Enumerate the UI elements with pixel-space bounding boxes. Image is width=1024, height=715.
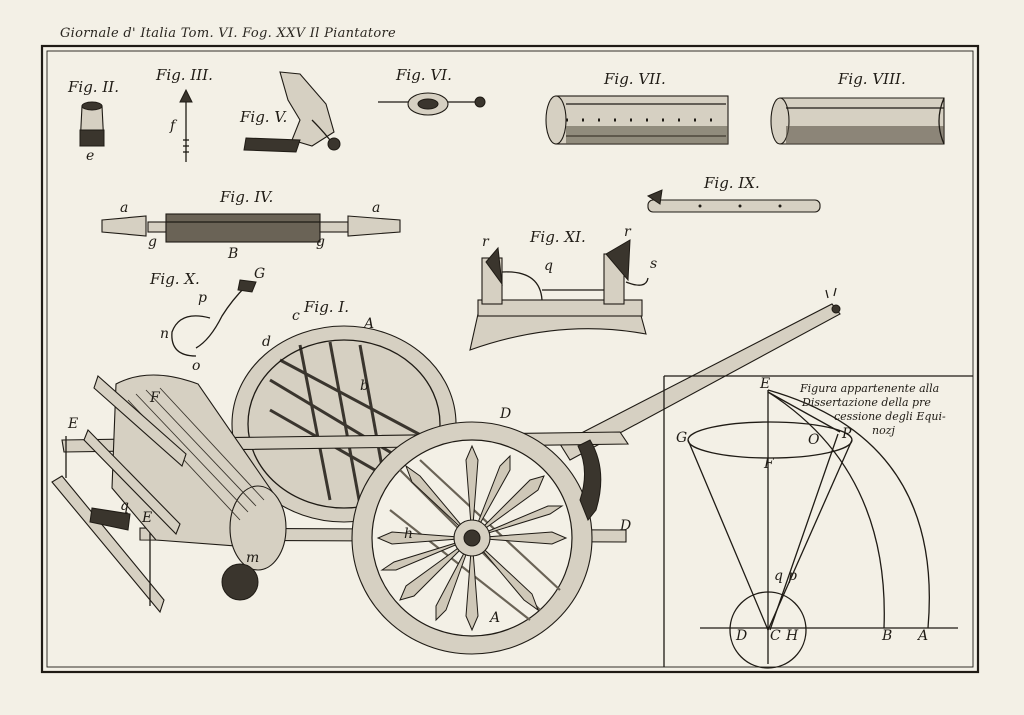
geo-label-O: O <box>808 432 820 448</box>
letter-o-hook: o <box>192 358 200 374</box>
geo-label-p: p <box>788 568 797 584</box>
fig-ii-label: Fig. II. <box>67 78 119 96</box>
fig-iii-drawing <box>179 88 193 162</box>
fig-vi-label: Fig. VI. <box>395 66 452 84</box>
geo-label-B: B <box>881 628 892 644</box>
fig-i-label: Fig. I. <box>303 298 349 316</box>
fig-v-drawing <box>243 71 341 153</box>
fig-viii-drawing <box>770 97 945 145</box>
letter-a-left: a <box>120 200 128 216</box>
letter-r-right: r <box>624 224 632 240</box>
letter-n-hook: n <box>160 326 169 342</box>
geo-label-C: C <box>770 628 781 644</box>
caption-line-3: cessione degli Equi- <box>834 410 946 423</box>
plate-header: Giornale d' Italia Tom. VI. Fog. XXV Il … <box>60 26 397 41</box>
letter-d-machine: d <box>262 334 271 350</box>
letter-g-left: g <box>148 234 157 250</box>
fig-iv-label: Fig. IV. <box>219 188 273 206</box>
letter-f: f <box>169 118 178 134</box>
letter-e: e <box>86 148 94 164</box>
fig-vii-drawing <box>545 95 729 145</box>
letter-B-axle: B <box>227 246 238 262</box>
letter-D-upper: D <box>499 406 511 422</box>
fig-xi-label: Fig. XI. <box>529 228 586 246</box>
letter-E-left: E <box>67 416 78 432</box>
precession-diagram <box>663 375 973 669</box>
geo-label-P: P <box>841 426 852 442</box>
letter-b-machine: b <box>360 378 369 394</box>
fig-vi-drawing <box>378 92 486 116</box>
fig-x-label: Fig. X. <box>149 270 200 288</box>
geo-label-H: H <box>785 628 799 644</box>
letter-A-bottom: A <box>488 610 500 626</box>
letter-E-lower: E <box>141 510 152 526</box>
geo-label-G: G <box>676 430 687 446</box>
letter-a-right: a <box>372 200 380 216</box>
fig-iv-drawing <box>101 213 401 243</box>
letter-m-machine: m <box>246 550 259 566</box>
geo-label-q: q <box>774 568 783 584</box>
geo-label-F: F <box>763 456 775 472</box>
letter-g-right: g <box>316 234 325 250</box>
letter-s-trough: s <box>650 256 657 272</box>
geo-label-A: A <box>916 628 928 644</box>
letter-r-left: r <box>482 234 490 250</box>
fig-vii-label: Fig. VII. <box>603 70 666 88</box>
letter-A-top: A <box>362 316 374 332</box>
fig-ii-drawing <box>79 101 105 147</box>
fig-iii-label: Fig. III. <box>155 66 213 84</box>
letter-q-machine: q <box>120 498 129 514</box>
fig-xi-drawing <box>469 239 649 351</box>
fig-v-label: Fig. V. <box>239 108 287 126</box>
caption-line-2: Dissertazione della pre <box>801 396 931 409</box>
outer-frame <box>40 44 980 674</box>
letter-p-hook: p <box>198 290 207 306</box>
letter-h-machine: h <box>404 526 413 542</box>
fig-x-drawing <box>171 279 257 357</box>
letter-F-machine: F <box>149 390 161 406</box>
fig-viii-label: Fig. VIII. <box>837 70 906 88</box>
caption-line-1: Figura appartenente alla <box>799 382 939 395</box>
fig-i-drawing <box>51 287 841 655</box>
inner-frame <box>46 50 974 668</box>
caption-line-4: nozj <box>872 424 896 437</box>
geo-label-D: D <box>735 628 747 644</box>
letter-D-right: D <box>619 518 631 534</box>
letter-q-trough: q <box>544 258 553 274</box>
geo-label-E: E <box>759 376 770 392</box>
letter-G-hook: G <box>254 266 265 282</box>
letter-c-machine: c <box>292 308 300 324</box>
fig-ix-label: Fig. IX. <box>703 174 760 192</box>
fig-ix-drawing <box>646 189 821 213</box>
